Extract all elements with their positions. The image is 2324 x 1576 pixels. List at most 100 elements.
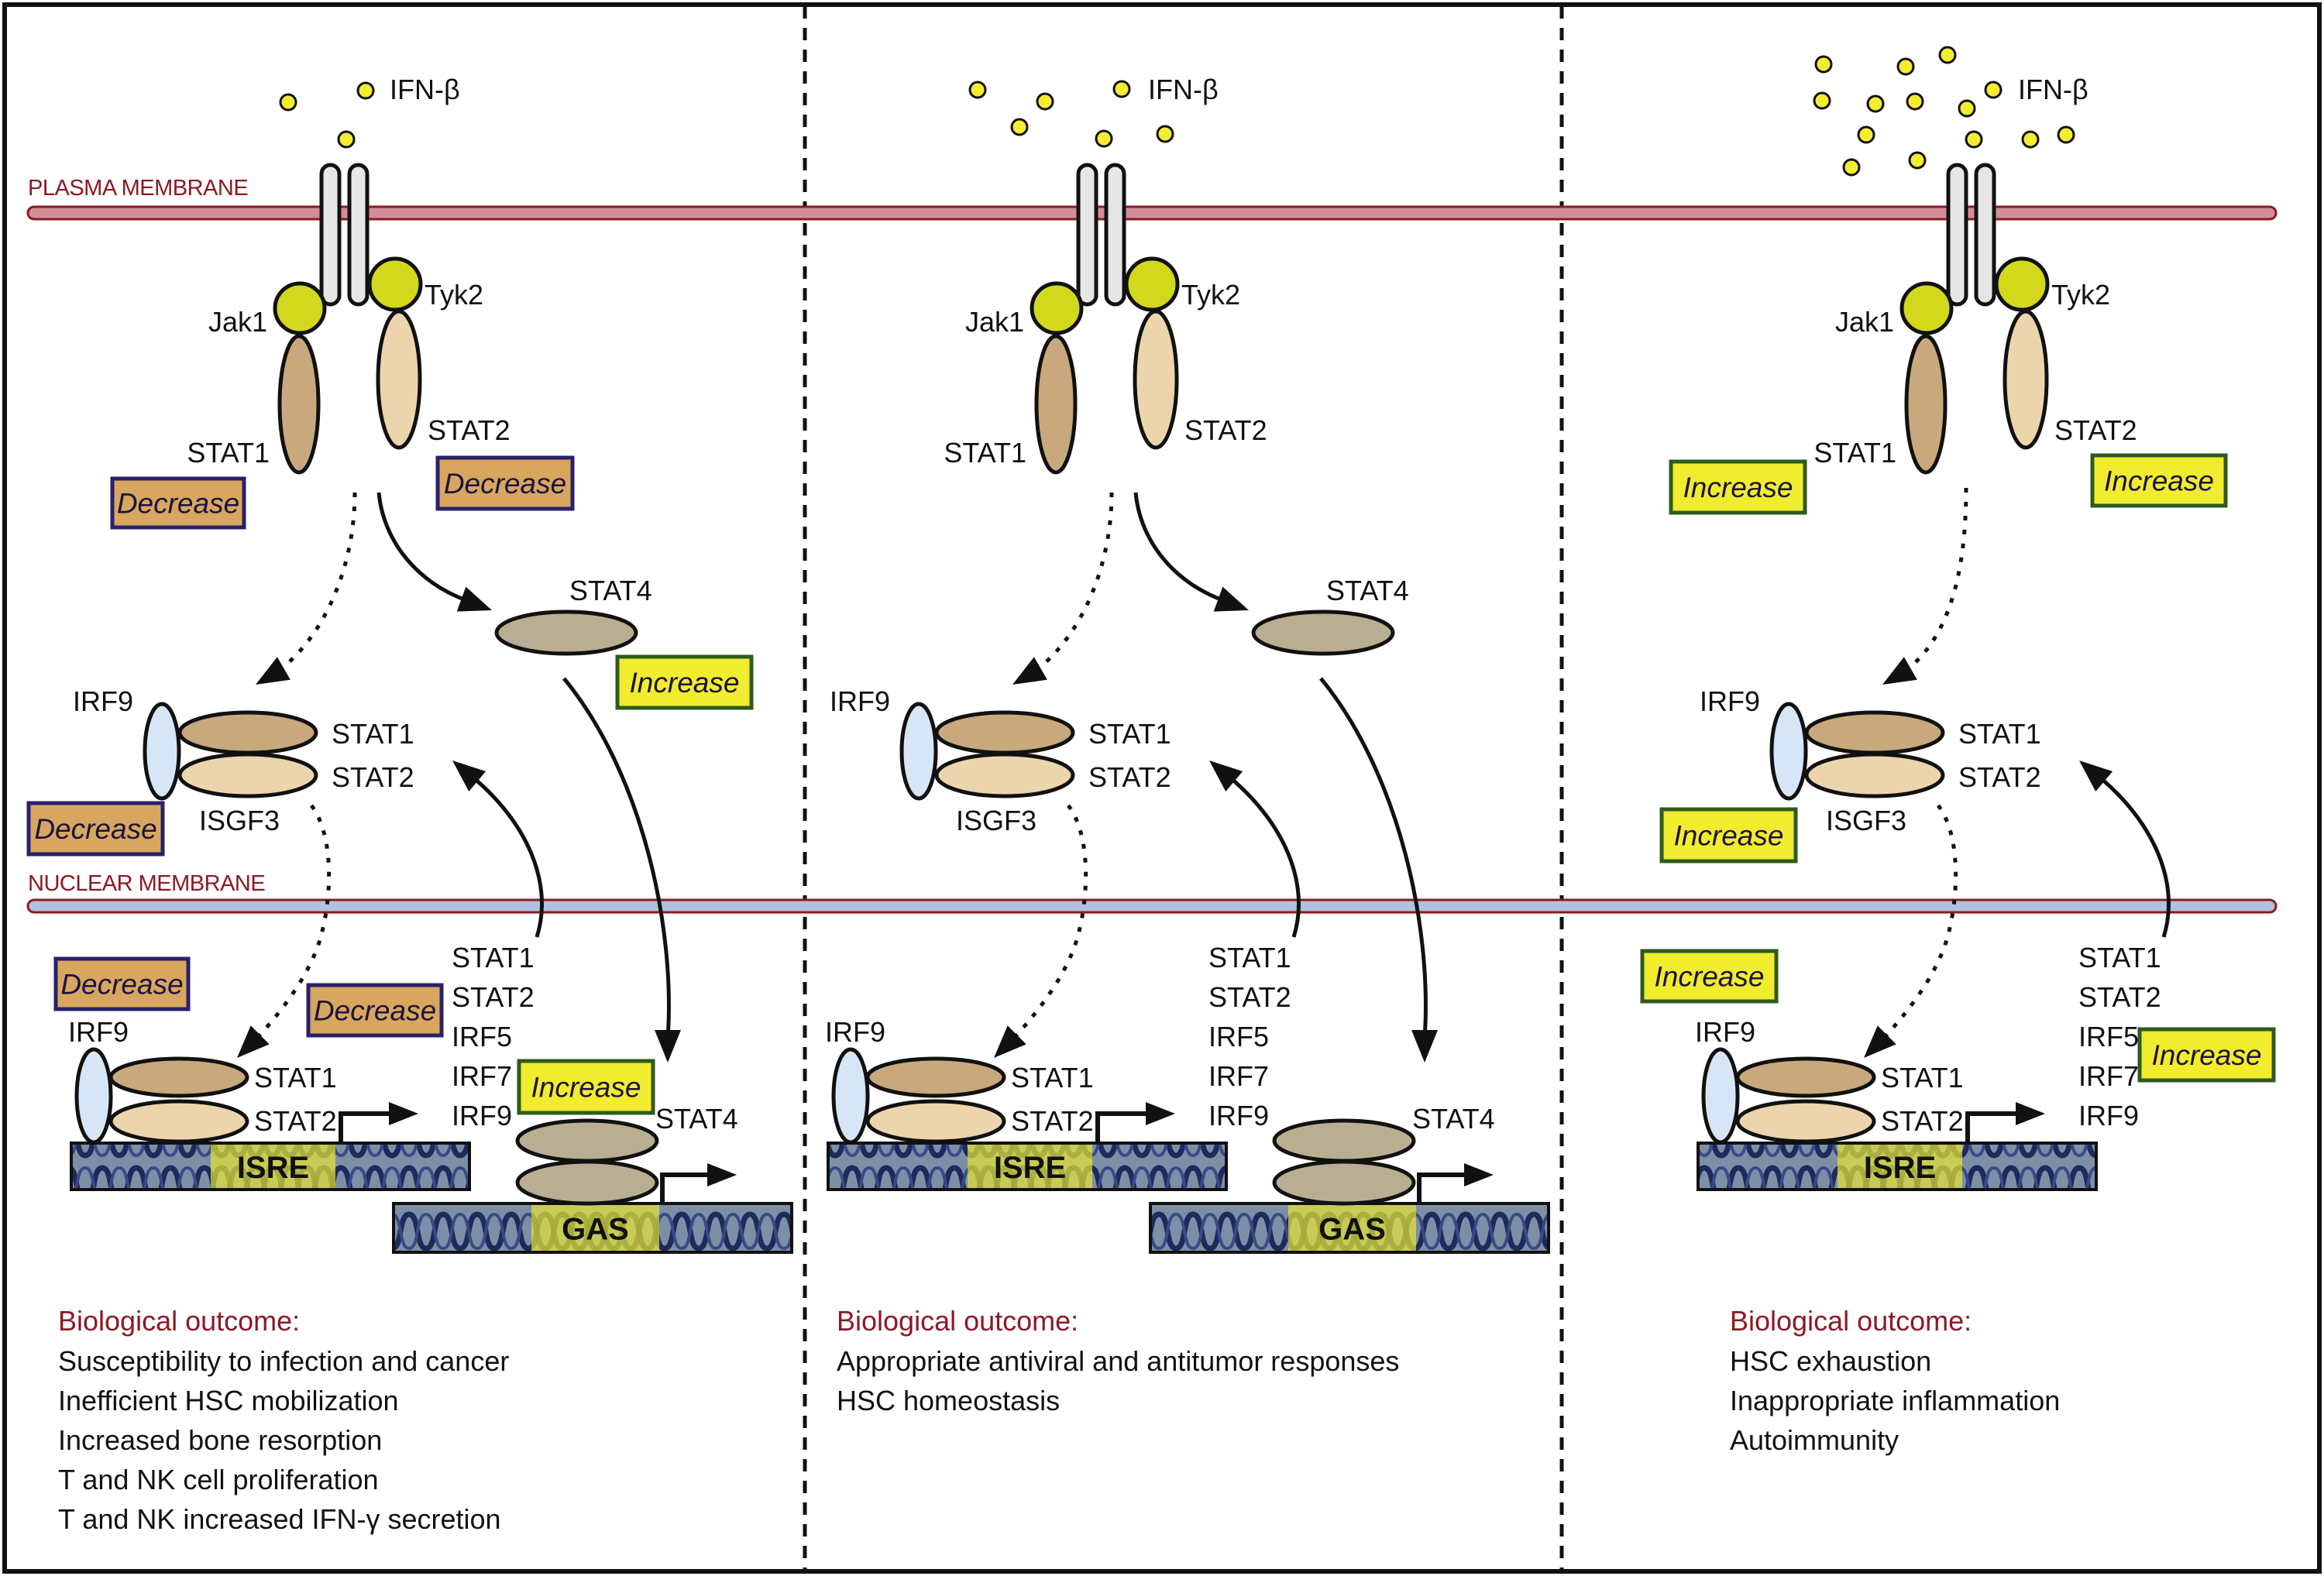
nuclear-isgf3-complex: ISRE bbox=[1697, 1047, 2098, 1191]
isgf3-complex bbox=[1769, 702, 1945, 801]
ifn-beta-molecule bbox=[1857, 125, 1875, 144]
isre-dna-site-label: ISRE bbox=[237, 1151, 309, 1185]
isgf3-stat1 bbox=[177, 710, 318, 755]
tss-line bbox=[1965, 1111, 2017, 1143]
regulation-isgf3-label: Increase bbox=[1674, 820, 1784, 852]
ifn-beta-molecule bbox=[337, 130, 356, 149]
ifn-beta-molecule bbox=[1156, 125, 1174, 143]
regulation-stat2-label: Decrease bbox=[444, 468, 566, 500]
isre-dna-site-label: ISRE bbox=[994, 1151, 1066, 1185]
isgf3-stat2-label: STAT2 bbox=[332, 761, 414, 793]
ifn-beta-molecule bbox=[1842, 158, 1861, 177]
stat4-dimer-bottom bbox=[515, 1159, 659, 1206]
regulation-nuclear_irf9-label: Decrease bbox=[60, 969, 183, 1001]
tss-arrowhead bbox=[1464, 1163, 1494, 1186]
ifn-receptor bbox=[319, 163, 370, 307]
gas-transcription-arrow bbox=[660, 1163, 737, 1203]
tss-arrowhead bbox=[1146, 1102, 1175, 1125]
arrow-feedback bbox=[468, 773, 544, 938]
outcome-item: T and NK cell proliferation bbox=[58, 1464, 379, 1495]
receptor-chain-1 bbox=[1076, 163, 1098, 307]
panel-high: IFN-βJak1Tyk2STAT1STAT2IRF9STAT1STAT2ISG… bbox=[1640, 46, 2276, 1456]
tss-arrowhead bbox=[707, 1163, 737, 1186]
stat2-protein bbox=[376, 309, 422, 450]
ifn-receptor bbox=[1946, 163, 1996, 307]
jak1-kinase bbox=[1899, 281, 1954, 335]
ifn-beta-molecule bbox=[1906, 92, 1924, 111]
isgf3-stat1-label: STAT1 bbox=[1958, 718, 2041, 750]
dotted-pathway-nucleus bbox=[1882, 804, 1958, 1039]
nuclear-irf9 bbox=[1701, 1047, 1740, 1145]
stat1-label: STAT1 bbox=[187, 437, 270, 469]
isgf3-label: ISGF3 bbox=[199, 805, 280, 836]
isgf3-label: ISGF3 bbox=[956, 805, 1037, 836]
regulation-stat2: Increase bbox=[2090, 453, 2228, 508]
isre-dna-site-label: ISRE bbox=[1864, 1151, 1936, 1185]
isgf3-stat2-label: STAT2 bbox=[1958, 761, 2041, 793]
dotted-pathway-nucleus bbox=[1012, 804, 1088, 1039]
gas-dna: GAS bbox=[1149, 1202, 1550, 1254]
regulation-target_genes-box bbox=[2137, 1027, 2276, 1083]
regulation-target_genes: Decrease bbox=[306, 983, 444, 1038]
regulation-target_genes-label: Decrease bbox=[314, 995, 436, 1027]
nuclear-membrane bbox=[26, 898, 2278, 914]
isgf3-stat1 bbox=[1804, 710, 1945, 755]
arrowhead-shape bbox=[655, 1030, 681, 1063]
regulation-nuclear_irf9-label: Increase bbox=[1655, 961, 1765, 993]
arrowhead-shape bbox=[1209, 761, 1243, 792]
stat4-protein bbox=[494, 609, 638, 656]
tyk2-kinase bbox=[1124, 256, 1180, 312]
plasma-membrane-label: PLASMA MEMBRANE bbox=[28, 176, 248, 201]
stat4-arrowhead bbox=[456, 586, 492, 612]
nuclear-stat1 bbox=[865, 1056, 1006, 1098]
ifn-beta-label: IFN-β bbox=[1148, 74, 1219, 105]
arrowhead-shape bbox=[456, 586, 492, 612]
nuclear-isgf3-complex: ISRE bbox=[70, 1047, 471, 1191]
ifn-beta-molecule bbox=[279, 93, 297, 112]
regulation-stat4-box bbox=[615, 654, 754, 710]
ifn-beta-molecule bbox=[968, 81, 987, 99]
stat1-label: STAT1 bbox=[1813, 437, 1896, 469]
dna-helix-ghost-icon bbox=[531, 1205, 659, 1251]
regulation-isgf3-box bbox=[1659, 807, 1798, 864]
stat1-protein bbox=[1904, 334, 1948, 475]
ifn-beta-molecule bbox=[1095, 129, 1113, 148]
arrow-to-stat4 bbox=[376, 492, 473, 605]
gas-arrowhead bbox=[1411, 1030, 1438, 1063]
dotted-pathway-isgf3 bbox=[277, 492, 357, 672]
ifn-beta-label: IFN-β bbox=[2018, 74, 2089, 105]
ifn-beta-ligands bbox=[968, 80, 1174, 148]
target-gene-irf5: IRF5 bbox=[1208, 1021, 1269, 1052]
isgf3-stat2 bbox=[934, 752, 1075, 798]
stat2-label: STAT2 bbox=[428, 414, 511, 446]
arrow-stat4-to-gas bbox=[562, 677, 671, 1039]
isgf3-irf9-label: IRF9 bbox=[1700, 685, 1760, 717]
nuclear-stat1-label: STAT1 bbox=[1881, 1062, 1964, 1094]
isgf3-irf9 bbox=[899, 702, 938, 801]
isgf3-irf9 bbox=[143, 702, 181, 801]
receptor-chain-1 bbox=[1946, 163, 1968, 307]
nuclear-irf9 bbox=[831, 1047, 870, 1145]
arrowhead-shape bbox=[237, 1025, 270, 1058]
jak1-label: Jak1 bbox=[965, 306, 1024, 338]
dotted-pathway-isgf3 bbox=[1904, 487, 1968, 672]
gas-dna-site-label: GAS bbox=[562, 1213, 629, 1247]
dotted-pathway-isgf3 bbox=[1034, 492, 1114, 672]
biological-outcome: Biological outcome:Appropriate antiviral… bbox=[837, 1305, 1399, 1416]
jak1-kinase bbox=[273, 281, 327, 335]
dna-helix-ghost-icon bbox=[211, 1145, 335, 1188]
isgf3-stat1-label: STAT1 bbox=[1088, 718, 1171, 750]
outcome-item: Appropriate antiviral and antitumor resp… bbox=[837, 1345, 1399, 1377]
target-gene-stat2: STAT2 bbox=[452, 981, 535, 1013]
isgf3-stat1-label: STAT1 bbox=[332, 718, 414, 750]
nuclear-dotted-arrowhead bbox=[237, 1025, 270, 1058]
isre-transcription-arrow bbox=[1095, 1102, 1175, 1143]
target-gene-stat1: STAT1 bbox=[2078, 942, 2161, 973]
gas-stat4-complex: GAS bbox=[392, 1118, 793, 1254]
target-gene-stat1: STAT1 bbox=[452, 942, 535, 973]
nuclear-stat1 bbox=[1735, 1056, 1876, 1098]
